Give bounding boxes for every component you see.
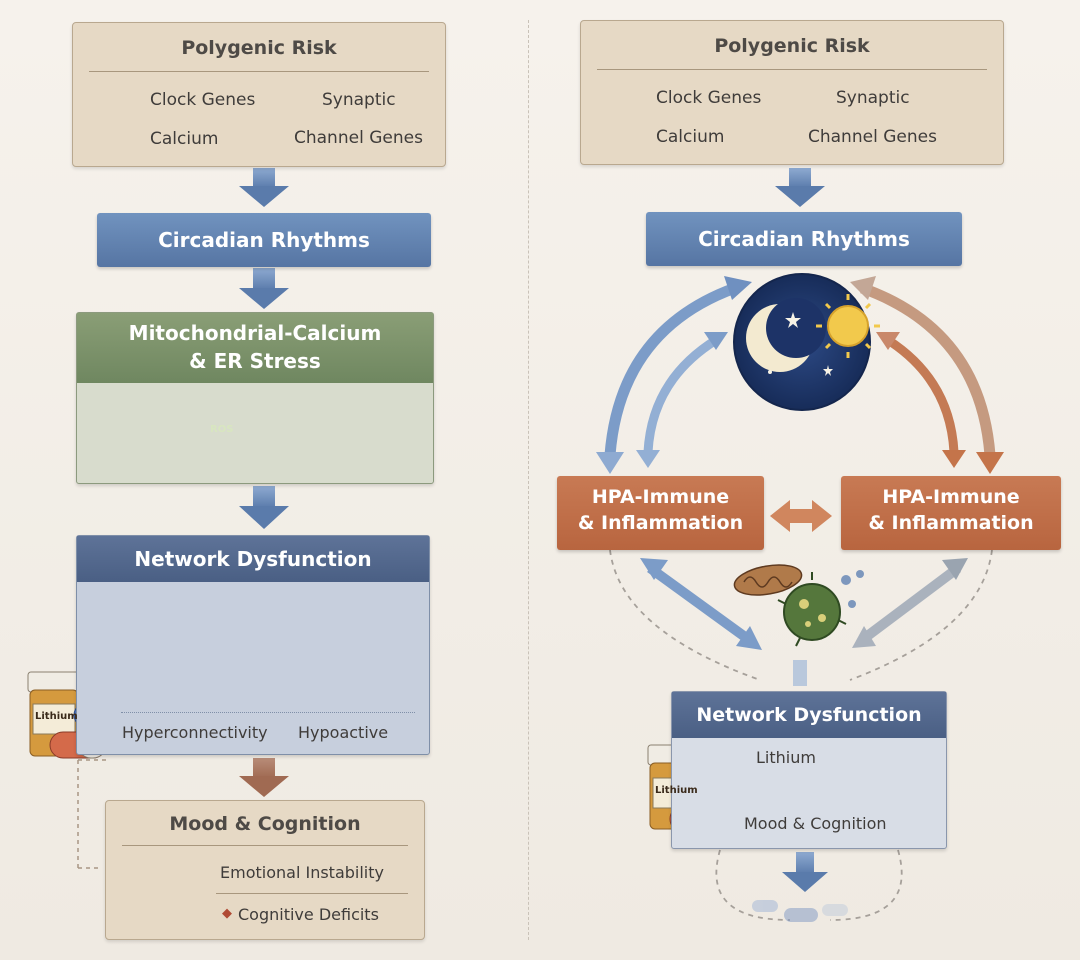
mito-er-title-line2: & ER Stress [189,349,321,373]
curve-arrow-circadian-hpa-left-outer [604,282,737,456]
mood-cognition-label-right: Mood & Cognition [744,814,887,833]
faded-pills-illustration [752,900,848,922]
moon-sun-illustration [733,273,880,411]
clock-genes-label-left: Clock Genes [150,90,256,110]
channel-genes-label-left: Channel Genes [294,128,423,148]
hpa-left-line1: HPA-Immune [591,486,730,508]
arrow-mito-to-network-left [239,486,289,529]
calcium-label-left: Calcium [150,129,219,149]
virus-illustration [777,570,864,647]
curve-arrow-circadian-hpa-right-outer [860,282,996,456]
network-dysfunction-title-left: Network Dysfunction [77,536,429,582]
hpa-right-line2: & Inflammation [868,512,1034,534]
arrow-polygenic-to-circadian-left [239,168,289,207]
hpa-immune-box-right: HPA-Immune & Inflammation [841,476,1061,550]
synaptic-label-right: Synaptic [836,88,910,108]
clock-genes-label-right: Clock Genes [656,88,762,108]
network-dysfunction-title-right: Network Dysfunction [672,692,946,738]
polygenic-risk-title-right: Polygenic Risk [714,35,870,57]
lithium-bottle-label-right: Lithium [655,785,698,796]
network-dysfunction-box-right: Network Dysfunction [671,691,947,849]
circadian-rhythms-bar-right: Circadian Rhythms [646,212,962,266]
hyperconnectivity-label: Hyperconnectivity [122,723,268,742]
hpa-left-line2: & Inflammation [577,512,744,534]
cognitive-deficits-label: Cognitive Deficits [238,905,379,924]
mood-cognition-box-left: Mood & Cognition [105,800,425,940]
mood-cognition-title-left: Mood & Cognition [169,813,361,835]
synaptic-label-left: Synaptic [322,90,396,110]
arrow-hpa-left-to-network [647,563,755,647]
arrow-network-to-output-right [782,852,828,892]
lithium-label-network-right: Lithium [756,748,816,767]
arrow-circadian-to-mito-left [239,268,289,309]
polygenic-risk-box-right: Polygenic Risk [580,20,1004,165]
panel-divider [528,20,529,940]
hpa-right-line1: HPA-Immune [882,486,1020,508]
mitochondrion-right-illustration [733,564,803,596]
ros-label: ROS [210,424,234,435]
arrow-hpa-right-to-network [859,564,961,644]
double-arrow-hpa [770,500,832,532]
lithium-label-left: Lithium [35,711,78,722]
arrow-polygenic-to-circadian-right [775,168,825,207]
diamond-bullet-icon: ◆ [222,906,232,921]
hypoactive-label: Hypoactive [298,723,389,742]
mito-er-title-line1: Mitochondrial-Calcium [128,321,382,345]
hpa-immune-box-left: HPA-Immune & Inflammation [557,476,764,550]
network-dysfunction-box-left: Network Dysfunction [76,535,430,755]
channel-genes-label-right: Channel Genes [808,127,937,147]
arrow-network-to-mood-left [239,758,289,797]
polygenic-risk-box-left: Polygenic Risk [72,22,446,167]
mito-er-box: Mitochondrial-Calcium & ER Stress [76,312,434,484]
calcium-label-right: Calcium [656,127,725,147]
polygenic-risk-title-left: Polygenic Risk [181,37,337,59]
circadian-rhythms-bar-left: Circadian Rhythms [97,213,431,267]
mito-er-header: Mitochondrial-Calcium & ER Stress [77,313,433,383]
emotional-instability-label: Emotional Instability [220,863,384,882]
